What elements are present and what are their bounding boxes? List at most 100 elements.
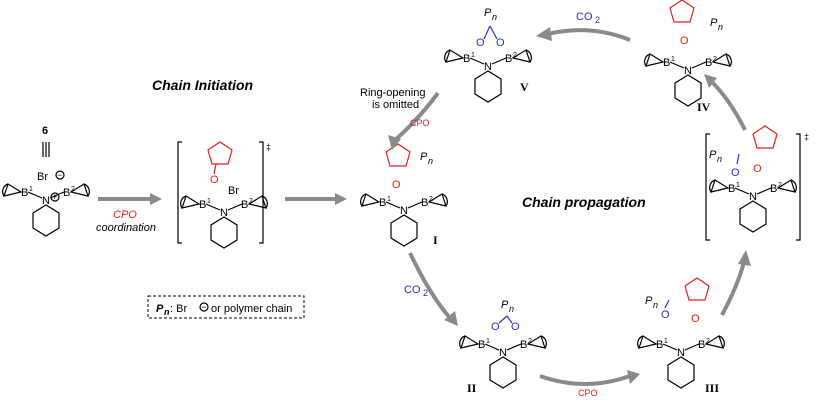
svg-text:P: P	[645, 295, 653, 307]
compound-6-label: 6	[42, 125, 48, 137]
arrow-IV-to-V	[536, 27, 631, 42]
svg-text:B: B	[199, 199, 206, 211]
ring-opening-label: Ring-opening	[360, 87, 425, 99]
co2-label-top: CO	[576, 11, 593, 23]
svg-text:n: n	[492, 12, 497, 22]
cpo-label-bottom: CPO	[578, 388, 598, 398]
svg-text:n: n	[718, 22, 723, 32]
legend-text: : Br	[170, 303, 187, 315]
svg-text:B: B	[520, 339, 527, 351]
svg-text:1: 1	[387, 196, 391, 203]
svg-text:2: 2	[423, 288, 428, 298]
compound-III: B 1 B 2 N O O P n	[637, 277, 725, 389]
arrow-III-to-TS	[720, 250, 751, 316]
label-IV: IV	[697, 100, 711, 114]
arrow-to-I	[285, 193, 347, 205]
ring-opening-label-2: is omitted	[372, 99, 419, 111]
svg-text:2: 2	[528, 338, 532, 345]
svg-text:2: 2	[429, 196, 433, 203]
svg-text:O: O	[476, 37, 485, 49]
svg-text:N: N	[677, 347, 685, 359]
svg-text:O: O	[691, 313, 700, 325]
svg-text:N: N	[484, 61, 492, 73]
svg-text:O: O	[511, 321, 520, 333]
svg-text:B: B	[463, 53, 470, 65]
arrow-II-to-III	[539, 370, 640, 386]
svg-text:2: 2	[706, 338, 710, 345]
arrow-I-to-II	[408, 252, 458, 326]
svg-text:Br: Br	[228, 185, 239, 197]
svg-text:2: 2	[513, 52, 517, 59]
co2-label-left: CO	[404, 284, 421, 296]
svg-text:2: 2	[713, 56, 717, 63]
coordination-label: coordination	[96, 222, 156, 234]
svg-text:1: 1	[671, 56, 675, 63]
svg-text:O: O	[661, 309, 670, 321]
svg-text:O: O	[753, 163, 762, 175]
svg-text:B: B	[770, 183, 777, 195]
svg-text:B: B	[656, 339, 663, 351]
compound-IV: B 1 B 2 N O P n	[644, 0, 732, 107]
svg-text:P: P	[709, 149, 717, 161]
svg-text:B: B	[478, 339, 485, 351]
svg-text:2: 2	[595, 15, 600, 25]
label-II: II	[467, 381, 477, 395]
svg-text:B: B	[63, 187, 70, 199]
ts-initiation: ‡ B 1 B 2 N Br O	[177, 141, 271, 249]
legend-text-2: or polymer chain	[211, 303, 292, 315]
svg-text:n: n	[164, 307, 170, 317]
svg-text:O: O	[680, 35, 689, 47]
svg-text:2: 2	[778, 182, 782, 189]
svg-text:n: n	[653, 300, 658, 310]
svg-text:1: 1	[664, 338, 668, 345]
svg-text:n: n	[717, 154, 722, 164]
svg-text:B: B	[379, 197, 386, 209]
svg-text:N: N	[220, 207, 228, 219]
svg-text:N: N	[684, 65, 692, 77]
svg-text:B: B	[728, 183, 735, 195]
svg-text:B: B	[663, 57, 670, 69]
svg-text:B: B	[705, 57, 712, 69]
compound-V: B 1 B 2 N O O P n	[444, 7, 532, 103]
svg-text:1: 1	[486, 338, 490, 345]
svg-text:N: N	[42, 195, 50, 207]
chain-propagation-title: Chain propagation	[522, 194, 646, 210]
cpo-label: CPO	[113, 209, 137, 221]
label-III: III	[705, 381, 719, 395]
svg-text:1: 1	[736, 182, 740, 189]
svg-text:2: 2	[71, 186, 75, 193]
label-I: I	[433, 233, 438, 247]
chain-initiation-title: Chain Initiation	[152, 77, 253, 93]
svg-text:2: 2	[249, 198, 253, 205]
svg-text:−: −	[201, 302, 206, 312]
label-V: V	[520, 80, 529, 94]
svg-text:B: B	[505, 53, 512, 65]
cpo-label-top: CPO	[410, 118, 430, 128]
svg-text:‡: ‡	[266, 142, 271, 152]
svg-text:O: O	[496, 37, 505, 49]
svg-text:‡: ‡	[804, 132, 809, 142]
svg-text:O: O	[210, 174, 219, 186]
svg-text:N: N	[749, 191, 757, 203]
svg-text:O: O	[491, 321, 500, 333]
svg-text:1: 1	[471, 52, 475, 59]
svg-text:+: +	[52, 192, 57, 202]
compound-6: 6 B 1 B 2 N Br − +	[2, 125, 90, 237]
svg-text:B: B	[21, 187, 28, 199]
arrow-TS-to-IV	[704, 74, 747, 131]
svg-text:P: P	[484, 7, 492, 19]
svg-text:B: B	[241, 199, 248, 211]
svg-text:B: B	[421, 197, 428, 209]
svg-text:P: P	[710, 17, 718, 29]
svg-text:B: B	[698, 339, 705, 351]
svg-text:1: 1	[207, 198, 211, 205]
svg-text:n: n	[509, 304, 514, 314]
legend-p: P	[156, 303, 164, 315]
compound-I: B 1 B 2 N O P n	[360, 143, 448, 247]
svg-text:Br: Br	[37, 171, 48, 183]
svg-text:N: N	[499, 347, 507, 359]
svg-text:O: O	[731, 167, 740, 179]
svg-text:N: N	[400, 205, 408, 217]
svg-text:O: O	[392, 179, 401, 191]
ts-propagation: ‡ B 1 B 2 N O O P n	[705, 125, 809, 241]
